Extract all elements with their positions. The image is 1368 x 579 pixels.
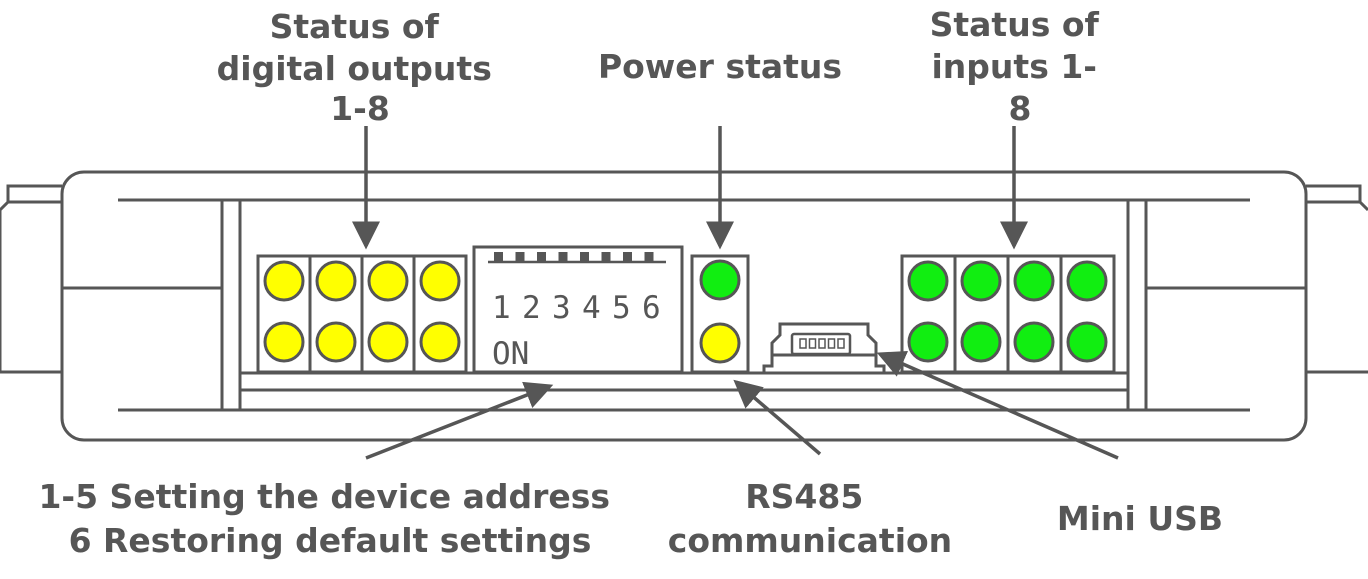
rs485-led bbox=[699, 322, 741, 364]
dip-tooth bbox=[558, 252, 568, 262]
input-led bbox=[907, 260, 949, 302]
dip-tooth bbox=[494, 252, 503, 262]
arrow-dip-switch bbox=[365, 381, 554, 460]
output-led bbox=[419, 321, 461, 363]
dip-tooth bbox=[580, 252, 589, 262]
power-status-label: Power status bbox=[598, 47, 842, 86]
usb-pin bbox=[837, 338, 845, 349]
dip-tooth bbox=[623, 252, 632, 262]
output-led bbox=[315, 321, 357, 363]
dip-tooth bbox=[515, 252, 525, 262]
dip-number: 2 bbox=[522, 290, 541, 326]
output-led bbox=[419, 260, 461, 302]
input-led bbox=[960, 321, 1002, 363]
dip-tooth bbox=[644, 252, 654, 262]
input-led bbox=[1066, 260, 1108, 302]
dip-on-label: ON bbox=[492, 336, 529, 372]
arrow-rs485 bbox=[733, 379, 822, 456]
dip-number: 1 bbox=[492, 290, 511, 326]
dip-tooth bbox=[537, 252, 546, 262]
inputs-status-label: Status of inputs 1- 8 bbox=[930, 5, 1111, 128]
usb-pin bbox=[827, 338, 836, 349]
dip-number: 4 bbox=[582, 290, 601, 326]
dip-switch: 1 2 3 4 5 6 ON bbox=[472, 245, 684, 374]
output-led bbox=[367, 321, 409, 363]
output-leds-block bbox=[256, 254, 468, 374]
output-led bbox=[367, 260, 409, 302]
dip-number: 6 bbox=[642, 290, 661, 326]
mini-usb-label: Mini USB bbox=[1057, 499, 1223, 538]
outputs-status-label: Status of digital outputs 1-8 bbox=[217, 7, 504, 128]
dip-number: 3 bbox=[552, 290, 571, 326]
callout-arrows bbox=[352, 126, 1119, 460]
dip-number: 5 bbox=[612, 290, 631, 326]
input-led bbox=[907, 321, 949, 363]
mini-usb-port bbox=[762, 322, 886, 372]
input-led bbox=[1066, 321, 1108, 363]
input-leds-block bbox=[900, 254, 1116, 374]
usb-pin bbox=[818, 338, 826, 349]
dip-switch-label: 1-5 Setting the device address 6 Restori… bbox=[38, 477, 621, 560]
device-housing bbox=[0, 170, 1368, 442]
input-led bbox=[1013, 321, 1055, 363]
output-led bbox=[263, 260, 305, 302]
rs485-label: RS485 communication bbox=[668, 477, 952, 560]
usb-pin bbox=[808, 338, 817, 349]
power-rs485-leds-block bbox=[690, 254, 750, 374]
input-led bbox=[960, 260, 1002, 302]
arrow-mini-usb bbox=[876, 350, 1119, 460]
dip-tooth bbox=[601, 252, 611, 262]
input-led bbox=[1013, 260, 1055, 302]
output-led bbox=[315, 260, 357, 302]
power-led bbox=[699, 259, 741, 301]
output-led bbox=[263, 321, 305, 363]
usb-pin bbox=[799, 338, 807, 349]
